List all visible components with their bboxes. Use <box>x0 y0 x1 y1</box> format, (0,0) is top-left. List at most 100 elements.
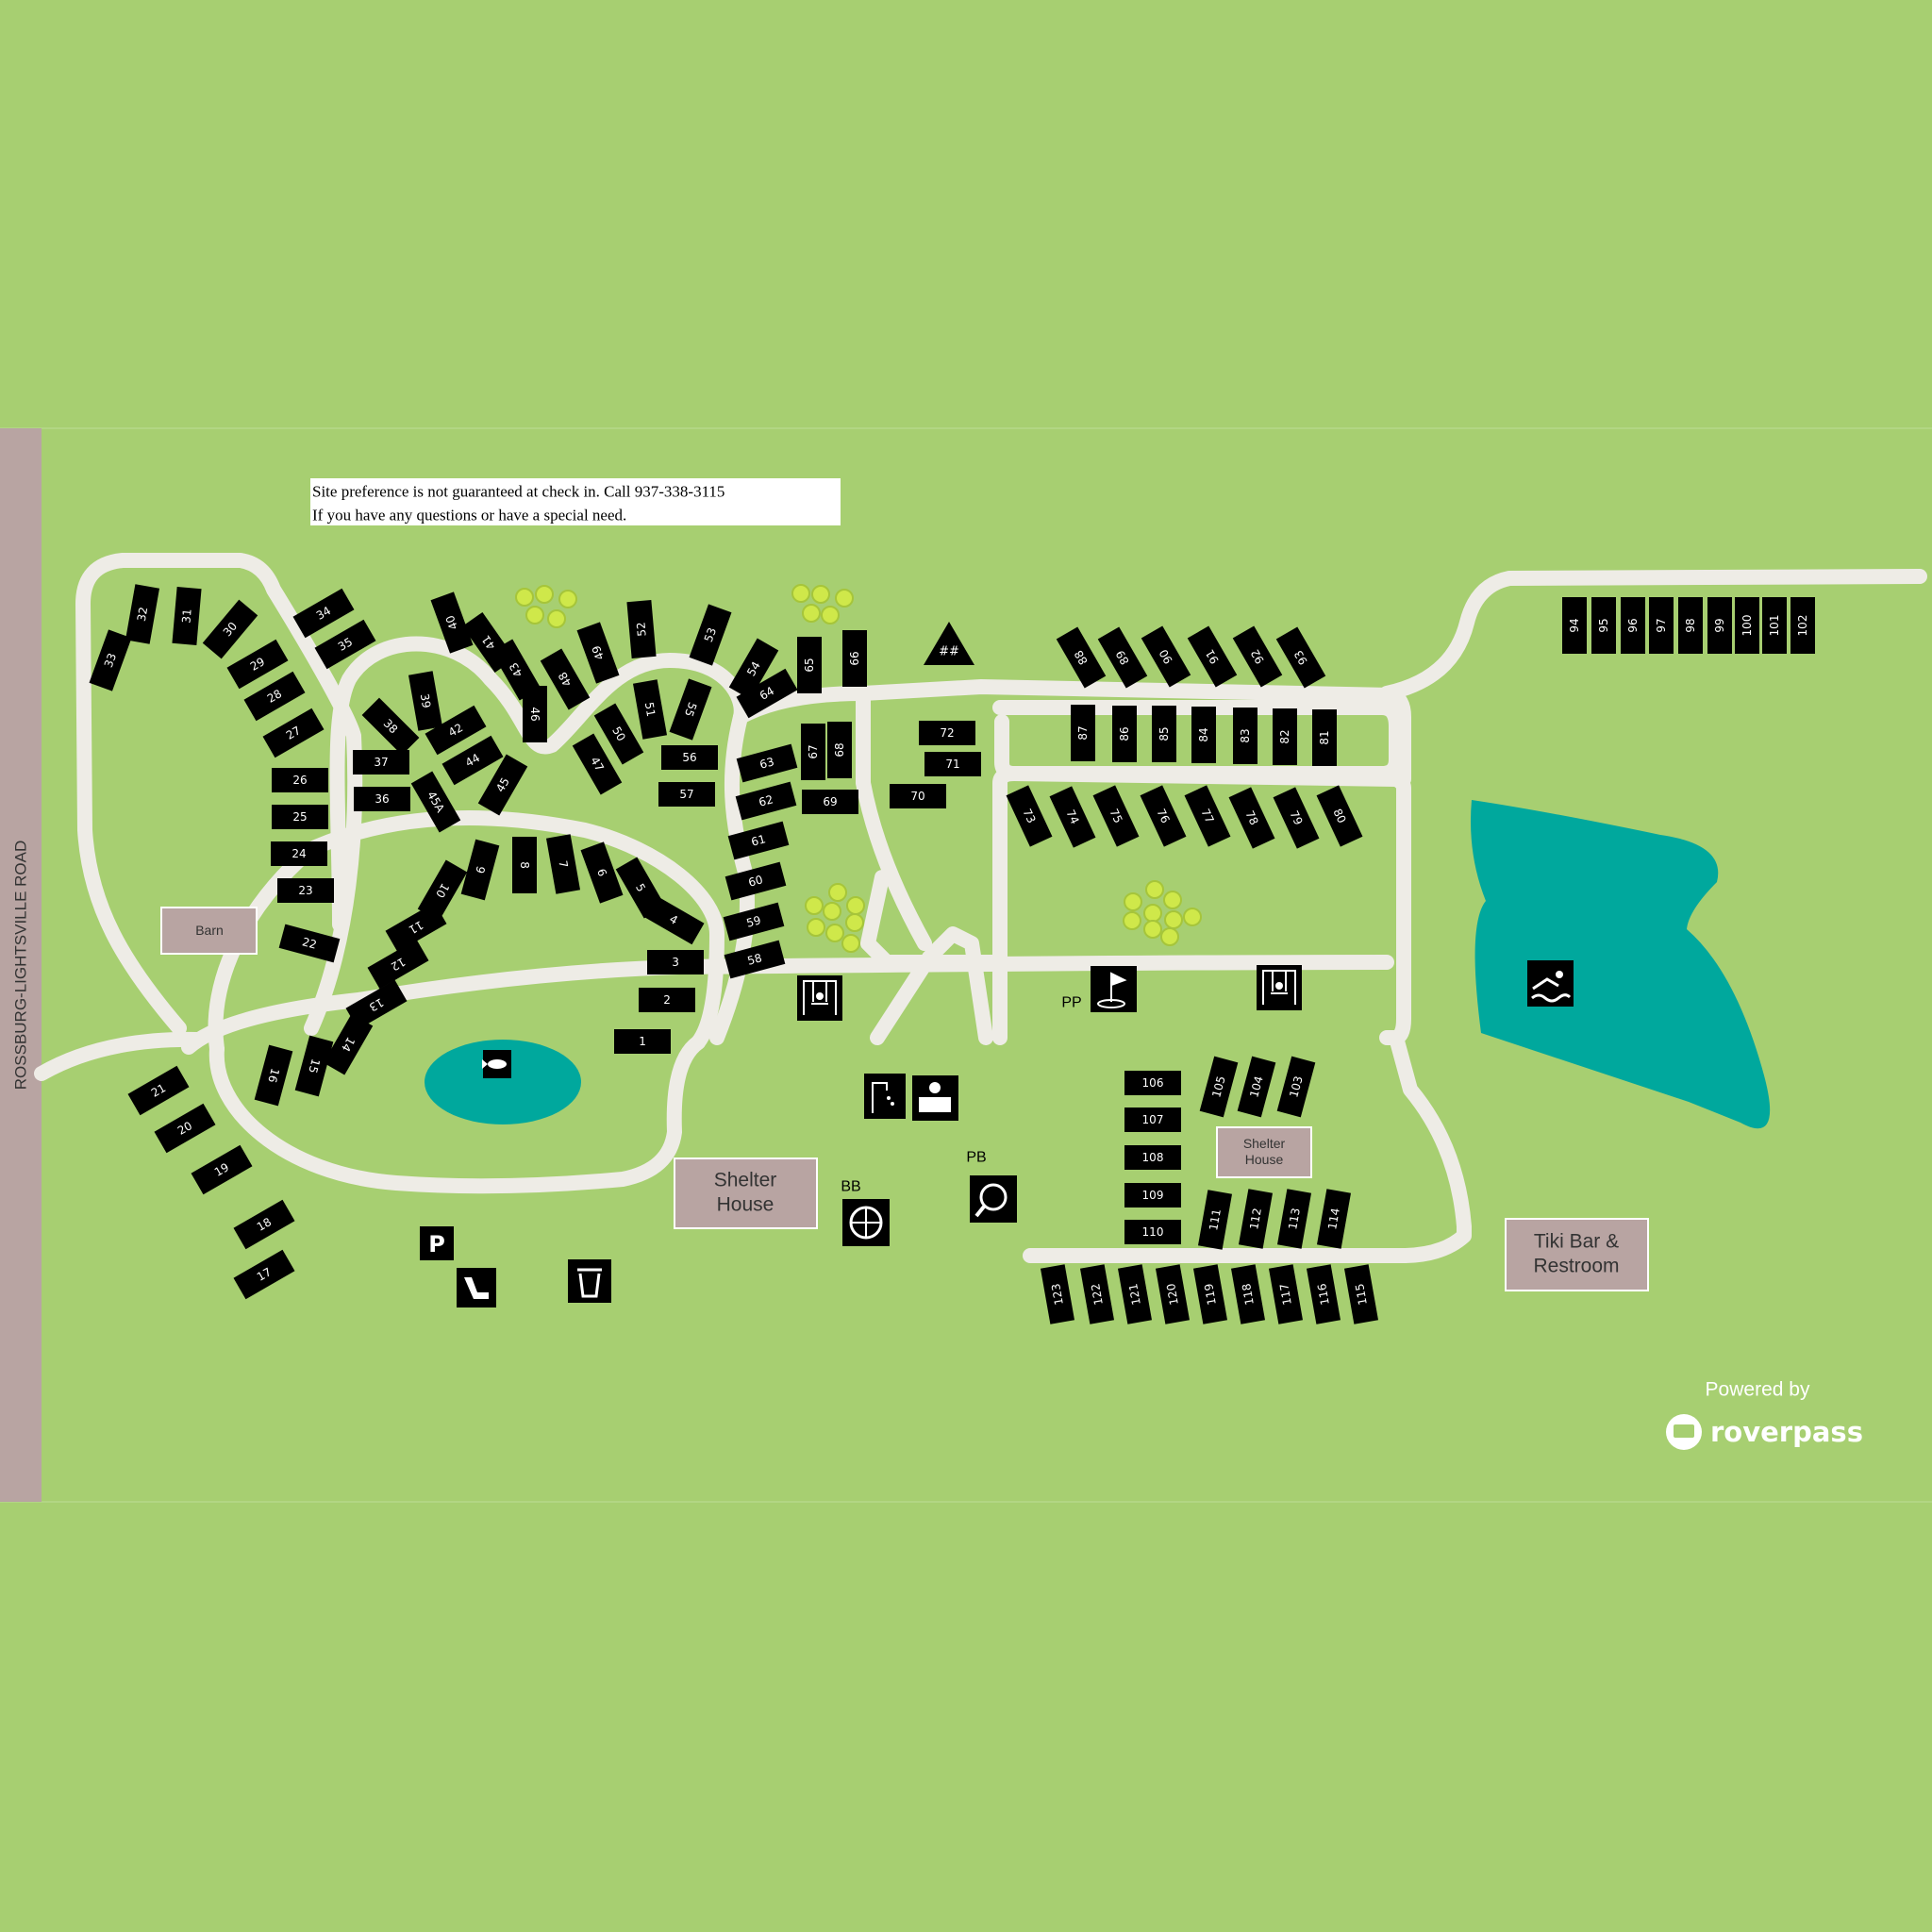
site-108[interactable]: 108 <box>1124 1145 1181 1170</box>
site-76[interactable]: 76 <box>1140 785 1187 847</box>
site-106[interactable]: 106 <box>1124 1071 1181 1095</box>
site-84[interactable]: 84 <box>1191 707 1216 763</box>
site-110[interactable]: 110 <box>1124 1220 1181 1244</box>
site-55[interactable]: 55 <box>669 678 712 741</box>
site-38[interactable]: 38 <box>361 697 420 756</box>
site-83[interactable]: 83 <box>1233 708 1257 764</box>
site-70[interactable]: 70 <box>890 784 946 808</box>
site-99[interactable]: 99 <box>1707 597 1732 654</box>
site-2[interactable]: 2 <box>639 988 695 1012</box>
site-80[interactable]: 80 <box>1316 785 1363 847</box>
site-43[interactable]: 43 <box>491 639 541 701</box>
site-103[interactable]: 103 <box>1276 1056 1316 1118</box>
site-56[interactable]: 56 <box>661 745 718 770</box>
site-22[interactable]: 22 <box>278 924 341 963</box>
site-1[interactable]: 1 <box>614 1029 671 1054</box>
site-81[interactable]: 81 <box>1312 709 1337 766</box>
site-117[interactable]: 117 <box>1268 1264 1304 1324</box>
site-114[interactable]: 114 <box>1316 1189 1352 1249</box>
site-109[interactable]: 109 <box>1124 1183 1181 1208</box>
site-86[interactable]: 86 <box>1112 706 1137 762</box>
site-67[interactable]: 67 <box>801 724 825 780</box>
site-33[interactable]: 33 <box>89 629 132 691</box>
site-3[interactable]: 3 <box>647 950 704 974</box>
site-62[interactable]: 62 <box>735 781 797 821</box>
site-46[interactable]: 46 <box>523 686 547 742</box>
site-111[interactable]: 111 <box>1197 1190 1233 1250</box>
site-113[interactable]: 113 <box>1276 1189 1312 1249</box>
site-45A[interactable]: 45A <box>410 771 461 833</box>
site-7[interactable]: 7 <box>545 834 581 894</box>
site-20[interactable]: 20 <box>154 1103 216 1154</box>
site-82[interactable]: 82 <box>1273 708 1297 765</box>
site-66[interactable]: 66 <box>842 630 867 687</box>
site-65[interactable]: 65 <box>797 637 822 693</box>
site-93[interactable]: 93 <box>1275 626 1326 689</box>
site-68[interactable]: 68 <box>827 722 852 778</box>
site-58[interactable]: 58 <box>724 940 786 979</box>
site-26[interactable]: 26 <box>272 768 328 792</box>
site-52[interactable]: 52 <box>626 599 657 659</box>
site-18[interactable]: 18 <box>233 1199 295 1250</box>
site-19[interactable]: 19 <box>191 1144 253 1195</box>
site-101[interactable]: 101 <box>1762 597 1787 654</box>
site-107[interactable]: 107 <box>1124 1108 1181 1132</box>
site-123[interactable]: 123 <box>1040 1264 1075 1324</box>
site-36[interactable]: 36 <box>354 787 410 811</box>
site-60[interactable]: 60 <box>724 861 787 901</box>
site-14[interactable]: 14 <box>323 1013 374 1075</box>
site-21[interactable]: 21 <box>127 1065 190 1116</box>
site-40[interactable]: 40 <box>430 591 474 654</box>
site-34[interactable]: 34 <box>292 588 355 639</box>
site-75[interactable]: 75 <box>1092 785 1140 847</box>
site-118[interactable]: 118 <box>1230 1264 1266 1324</box>
site-37[interactable]: 37 <box>353 750 409 774</box>
site-85[interactable]: 85 <box>1152 706 1176 762</box>
site-5[interactable]: 5 <box>615 857 666 919</box>
site-92[interactable]: 92 <box>1232 625 1283 688</box>
site-121[interactable]: 121 <box>1117 1264 1153 1324</box>
site-88[interactable]: 88 <box>1056 626 1107 689</box>
site-120[interactable]: 120 <box>1155 1264 1191 1324</box>
site-8[interactable]: 8 <box>512 837 537 893</box>
site-100[interactable]: 100 <box>1735 597 1759 654</box>
site-13[interactable]: 13 <box>345 979 408 1030</box>
site-87[interactable]: 87 <box>1071 705 1095 761</box>
site-30[interactable]: 30 <box>202 599 258 659</box>
site-59[interactable]: 59 <box>723 902 785 941</box>
site-31[interactable]: 31 <box>172 586 202 646</box>
site-45[interactable]: 45 <box>477 754 528 816</box>
site-48[interactable]: 48 <box>540 648 591 710</box>
site-72[interactable]: 72 <box>919 721 975 745</box>
site-63[interactable]: 63 <box>736 743 798 783</box>
site-49[interactable]: 49 <box>576 622 620 684</box>
site-29[interactable]: 29 <box>226 639 289 690</box>
site-25[interactable]: 25 <box>272 805 328 829</box>
site-47[interactable]: 47 <box>572 733 623 795</box>
site-119[interactable]: 119 <box>1192 1264 1228 1324</box>
site-112[interactable]: 112 <box>1238 1189 1274 1249</box>
site-98[interactable]: 98 <box>1678 597 1703 654</box>
site-90[interactable]: 90 <box>1141 625 1191 688</box>
site-73[interactable]: 73 <box>1006 785 1053 847</box>
site-96[interactable]: 96 <box>1621 597 1645 654</box>
site-54[interactable]: 54 <box>728 638 779 700</box>
site-74[interactable]: 74 <box>1049 786 1096 848</box>
site-69[interactable]: 69 <box>802 790 858 814</box>
site-71[interactable]: 71 <box>924 752 981 776</box>
site-17[interactable]: 17 <box>233 1249 295 1300</box>
site-53[interactable]: 53 <box>689 604 732 666</box>
site-11[interactable]: 11 <box>385 902 447 953</box>
site-6[interactable]: 6 <box>580 841 624 904</box>
site-105[interactable]: 105 <box>1199 1056 1239 1118</box>
site-32[interactable]: 32 <box>125 584 160 644</box>
brand-label[interactable]: roverpass <box>1710 1416 1863 1448</box>
site-28[interactable]: 28 <box>243 671 306 722</box>
site-78[interactable]: 78 <box>1228 787 1275 849</box>
site-116[interactable]: 116 <box>1306 1264 1341 1324</box>
site-16[interactable]: 16 <box>254 1044 293 1107</box>
site-61[interactable]: 61 <box>727 821 790 860</box>
site-9[interactable]: 9 <box>460 839 500 901</box>
site-79[interactable]: 79 <box>1273 787 1320 849</box>
site-51[interactable]: 51 <box>632 679 668 740</box>
